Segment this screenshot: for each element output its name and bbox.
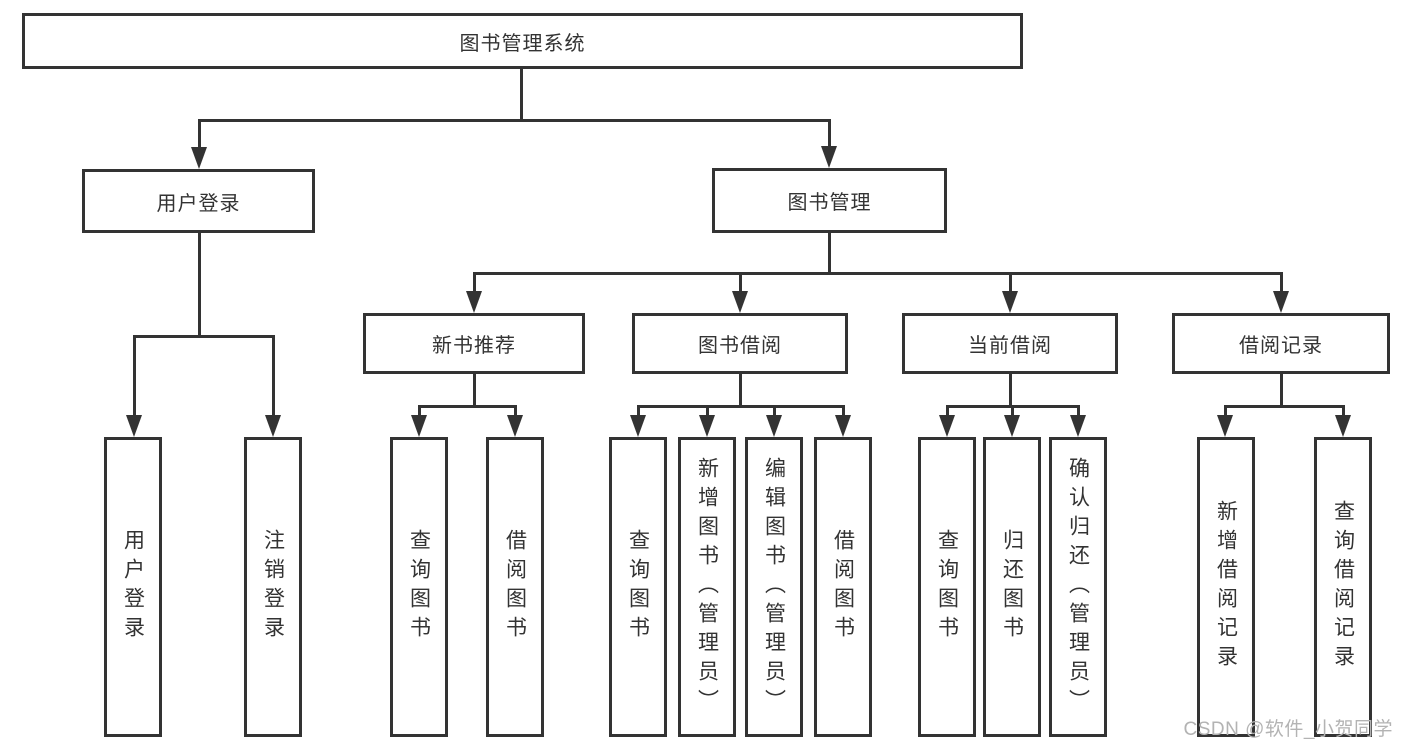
node-book-management: 图书管理 <box>712 168 947 233</box>
connector-line <box>739 374 742 407</box>
leaf-cb-return-books-label: 归还图书 <box>1000 529 1024 645</box>
leaf-nbr-query-books: 查询图书 <box>390 437 448 737</box>
arrow-head <box>1004 415 1020 437</box>
leaf-nbr-borrow-books-label: 借阅图书 <box>503 529 527 645</box>
connector-line <box>473 374 476 407</box>
connector-line <box>637 405 640 418</box>
connector-line <box>514 405 517 418</box>
arrow-head <box>1070 415 1086 437</box>
leaf-bb-add-books-admin-label: 新增图书（管理员） <box>695 456 719 718</box>
leaf-nbr-query-books-label: 查询图书 <box>407 529 431 645</box>
csdn-watermark: CSDN @软件_小贺同学 <box>1183 719 1393 740</box>
leaf-br-query-record: 查询借阅记录 <box>1314 437 1372 737</box>
connector-line <box>1280 374 1283 407</box>
connector-line <box>638 405 845 408</box>
leaf-bb-borrow-books-label: 借阅图书 <box>831 529 855 645</box>
leaf-cb-query-books-label: 查询图书 <box>935 529 959 645</box>
node-book-management-label: 图书管理 <box>787 192 872 214</box>
node-library-system: 图书管理系统 <box>22 13 1023 69</box>
node-current-borrowing: 当前借阅 <box>902 313 1118 374</box>
leaf-logout: 注销登录 <box>244 437 302 737</box>
arrow-head <box>126 415 142 437</box>
arrow-head <box>1335 415 1351 437</box>
connector-line <box>473 272 476 294</box>
connector-line <box>474 272 1282 275</box>
connector-line <box>1009 374 1012 407</box>
connector-line <box>1225 405 1345 408</box>
connector-line <box>199 119 831 122</box>
leaf-br-add-record-label: 新增借阅记录 <box>1214 500 1238 674</box>
leaf-cb-confirm-return-admin-label: 确认归还（管理员） <box>1066 456 1090 718</box>
arrow-head <box>939 415 955 437</box>
leaf-user-login: 用户登录 <box>104 437 162 737</box>
arrow-head <box>507 415 523 437</box>
node-borrowing-records-label: 借阅记录 <box>1239 335 1323 357</box>
arrow-head <box>466 291 482 313</box>
leaf-bb-query-books-label: 查询图书 <box>626 529 650 645</box>
leaf-nbr-borrow-books: 借阅图书 <box>486 437 544 737</box>
connector-line <box>133 335 136 417</box>
leaf-cb-confirm-return-admin: 确认归还（管理员） <box>1049 437 1107 737</box>
connector-line <box>520 69 523 119</box>
node-new-book-recommendation: 新书推荐 <box>363 313 585 374</box>
leaf-bb-borrow-books: 借阅图书 <box>814 437 872 737</box>
arrow-head <box>766 415 782 437</box>
arrow-head <box>835 415 851 437</box>
connector-line <box>706 405 709 418</box>
node-library-system-label: 图书管理系统 <box>459 32 586 55</box>
arrow-head <box>1217 415 1233 437</box>
arrow-head <box>630 415 646 437</box>
connector-line <box>828 233 831 274</box>
node-current-borrowing-label: 当前借阅 <box>968 335 1052 357</box>
leaf-cb-query-books: 查询图书 <box>918 437 976 737</box>
connector-line <box>1077 405 1080 418</box>
arrow-head <box>699 415 715 437</box>
arrow-head <box>1273 291 1289 313</box>
connector-line <box>946 405 949 418</box>
connector-line <box>198 119 201 149</box>
arrow-head <box>821 146 837 168</box>
connector-line <box>1011 405 1014 418</box>
node-user-login: 用户登录 <box>82 169 315 233</box>
node-new-book-recommendation-label: 新书推荐 <box>432 335 516 357</box>
connector-line <box>198 233 201 337</box>
node-book-borrowing-label: 图书借阅 <box>698 335 782 357</box>
leaf-user-login-label: 用户登录 <box>121 529 145 645</box>
node-book-borrowing: 图书借阅 <box>632 313 848 374</box>
leaf-br-query-record-label: 查询借阅记录 <box>1331 500 1355 674</box>
arrow-head <box>265 415 281 437</box>
leaf-logout-label: 注销登录 <box>261 529 285 645</box>
connector-line <box>842 405 845 418</box>
connector-line <box>134 335 275 338</box>
leaf-bb-edit-books-admin: 编辑图书（管理员） <box>745 437 803 737</box>
connector-line <box>418 405 421 418</box>
connector-line <box>419 405 517 408</box>
connector-line <box>1342 405 1345 418</box>
connector-line <box>272 335 275 417</box>
leaf-cb-return-books: 归还图书 <box>983 437 1041 737</box>
connector-line <box>739 272 742 294</box>
arrow-head <box>732 291 748 313</box>
node-user-login-label: 用户登录 <box>156 192 241 215</box>
connector-line <box>1224 405 1227 418</box>
leaf-bb-query-books: 查询图书 <box>609 437 667 737</box>
connector-line <box>1009 272 1012 294</box>
arrow-head <box>1002 291 1018 313</box>
arrow-head <box>411 415 427 437</box>
connector-line <box>828 119 831 148</box>
connector-line <box>773 405 776 418</box>
leaf-bb-add-books-admin: 新增图书（管理员） <box>678 437 736 737</box>
leaf-br-add-record: 新增借阅记录 <box>1197 437 1255 737</box>
arrow-head <box>191 147 207 169</box>
connector-line <box>1280 272 1283 294</box>
leaf-bb-edit-books-admin-label: 编辑图书（管理员） <box>762 456 786 718</box>
node-borrowing-records: 借阅记录 <box>1172 313 1390 374</box>
